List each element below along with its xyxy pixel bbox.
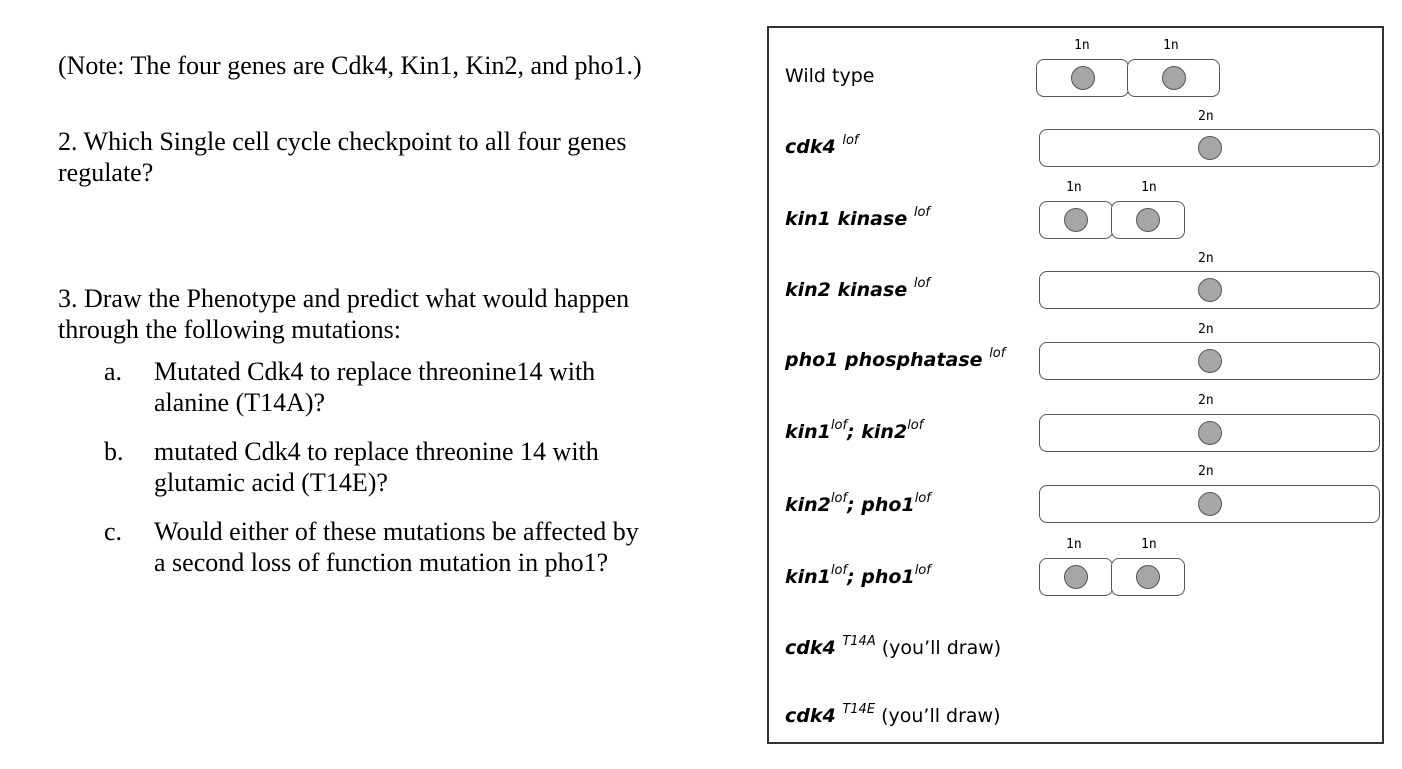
subitem-line-2: a second loss of function mutation in ph… <box>154 548 609 577</box>
nucleus <box>1197 136 1222 160</box>
ploidy-label: 2n <box>1198 393 1214 408</box>
ploidy-label: 1n <box>1141 180 1157 195</box>
separator: ; <box>847 494 862 516</box>
haploid-cell <box>1127 59 1220 97</box>
ploidy-label: 2n <box>1198 322 1214 337</box>
haploid-cell <box>1111 558 1185 596</box>
ploidy-label: 2n <box>1198 464 1214 479</box>
separator: ; <box>847 421 862 443</box>
gene-name: pho1 phosphatase <box>785 349 983 371</box>
nucleus <box>1197 349 1222 373</box>
subitem-marker: c. <box>104 517 123 546</box>
gene-name: cdk4 <box>785 705 843 727</box>
ploidy-label: 2n <box>1198 109 1214 124</box>
gene-name: kin1 <box>785 566 831 588</box>
lof-superscript: lof <box>830 563 848 578</box>
subitem-a: a. Mutated Cdk4 to replace threonine14 w… <box>104 356 684 436</box>
question-3-line-2: through the following mutations: <box>58 315 402 344</box>
ploidy-label: 2n <box>1198 251 1214 266</box>
haploid-cell <box>1111 201 1185 239</box>
row-label-pho1: pho1 phosphatase lof <box>785 346 1006 371</box>
ploidy-label: 1n <box>1141 537 1157 552</box>
subitem-marker: a. <box>104 357 123 386</box>
allele-superscript: T14A <box>842 634 876 649</box>
lof-superscript: lof <box>830 418 848 433</box>
nucleus <box>1136 565 1160 589</box>
question-3-subitems: a. Mutated Cdk4 to replace threonine14 w… <box>104 356 684 596</box>
subitem-c: c. Would either of these mutations be af… <box>104 516 684 596</box>
diploid-cell <box>1039 271 1380 309</box>
lof-superscript: lof <box>913 205 930 220</box>
lof-superscript: lof <box>913 276 930 291</box>
gene-name: pho1 <box>861 566 915 588</box>
gene-name: pho1 <box>861 494 915 516</box>
row-label-cdk4: cdk4 lof <box>785 133 859 158</box>
gene-name: kin2 <box>861 421 908 443</box>
subitem-line-2: alanine (T14A)? <box>154 388 326 417</box>
haploid-cell <box>1039 201 1113 239</box>
diploid-cell <box>1039 129 1380 167</box>
ploidy-label: 1n <box>1066 537 1082 552</box>
subitem-line-1: Would either of these mutations be affec… <box>154 517 639 546</box>
row-label-wild-type: Wild type <box>785 65 875 87</box>
nucleus <box>1161 66 1186 90</box>
subitem-b: b. mutated Cdk4 to replace threonine 14 … <box>104 436 684 516</box>
lof-superscript: lof <box>830 491 848 506</box>
draw-note: (you’ll draw) <box>875 705 1001 727</box>
nucleus <box>1197 421 1222 445</box>
separator: ; <box>847 566 862 588</box>
diploid-cell <box>1039 414 1380 452</box>
nucleus <box>1197 278 1222 302</box>
draw-note: (you’ll draw) <box>875 637 1002 659</box>
nucleus <box>1064 208 1088 232</box>
lof-superscript: lof <box>989 346 1006 361</box>
lof-superscript: lof <box>914 563 931 578</box>
ploidy-label: 1n <box>1163 38 1179 53</box>
subitem-line-2: glutamic acid (T14E)? <box>154 468 388 497</box>
haploid-cell <box>1039 558 1113 596</box>
subitem-line-1: mutated Cdk4 to replace threonine 14 wit… <box>154 437 599 466</box>
row-label-cdk4-t14a: cdk4 T14A (you’ll draw) <box>785 634 1002 659</box>
row-label-kin2-pho1: kin2lof; pho1lof <box>785 491 931 516</box>
haploid-cell <box>1036 59 1129 97</box>
row-label-kin1: kin1 kinase lof <box>785 205 930 230</box>
row-label-cdk4-t14e: cdk4 T14E (you’ll draw) <box>785 702 1001 727</box>
question-2-line-1: 2. Which Single cell cycle checkpoint to… <box>58 127 627 156</box>
question-3-line-1: 3. Draw the Phenotype and predict what w… <box>58 284 630 313</box>
nucleus <box>1070 66 1095 90</box>
gene-name: kin1 kinase <box>785 208 908 230</box>
lof-superscript: lof <box>842 133 859 148</box>
nucleus <box>1136 208 1160 232</box>
note-text: (Note: The four genes are Cdk4, Kin1, Ki… <box>58 51 642 80</box>
gene-name: kin2 kinase <box>785 279 908 301</box>
nucleus <box>1197 492 1222 516</box>
gene-name: kin1 <box>785 421 831 443</box>
gene-name: cdk4 <box>785 637 843 659</box>
diploid-cell <box>1039 485 1380 523</box>
phenotype-panel: Wild type 1n 1n cdk4 lof 2n kin1 kinase … <box>767 26 1384 744</box>
diploid-cell <box>1039 342 1380 380</box>
row-label-kin1-kin2: kin1lof; kin2lof <box>785 418 924 443</box>
gene-name: kin2 <box>785 494 831 516</box>
question-2-line-2: regulate? <box>58 158 154 187</box>
nucleus <box>1064 565 1088 589</box>
subitem-line-1: Mutated Cdk4 to replace threonine14 with <box>154 357 596 386</box>
lof-superscript: lof <box>914 491 931 506</box>
lof-superscript: lof <box>907 418 924 433</box>
ploidy-label: 1n <box>1066 180 1082 195</box>
gene-name: cdk4 <box>785 136 836 158</box>
subitem-marker: b. <box>104 437 124 466</box>
row-label-kin1-pho1: kin1lof; pho1lof <box>785 563 931 588</box>
allele-superscript: T14E <box>842 702 876 717</box>
ploidy-label: 1n <box>1074 38 1090 53</box>
row-label-kin2: kin2 kinase lof <box>785 276 930 301</box>
